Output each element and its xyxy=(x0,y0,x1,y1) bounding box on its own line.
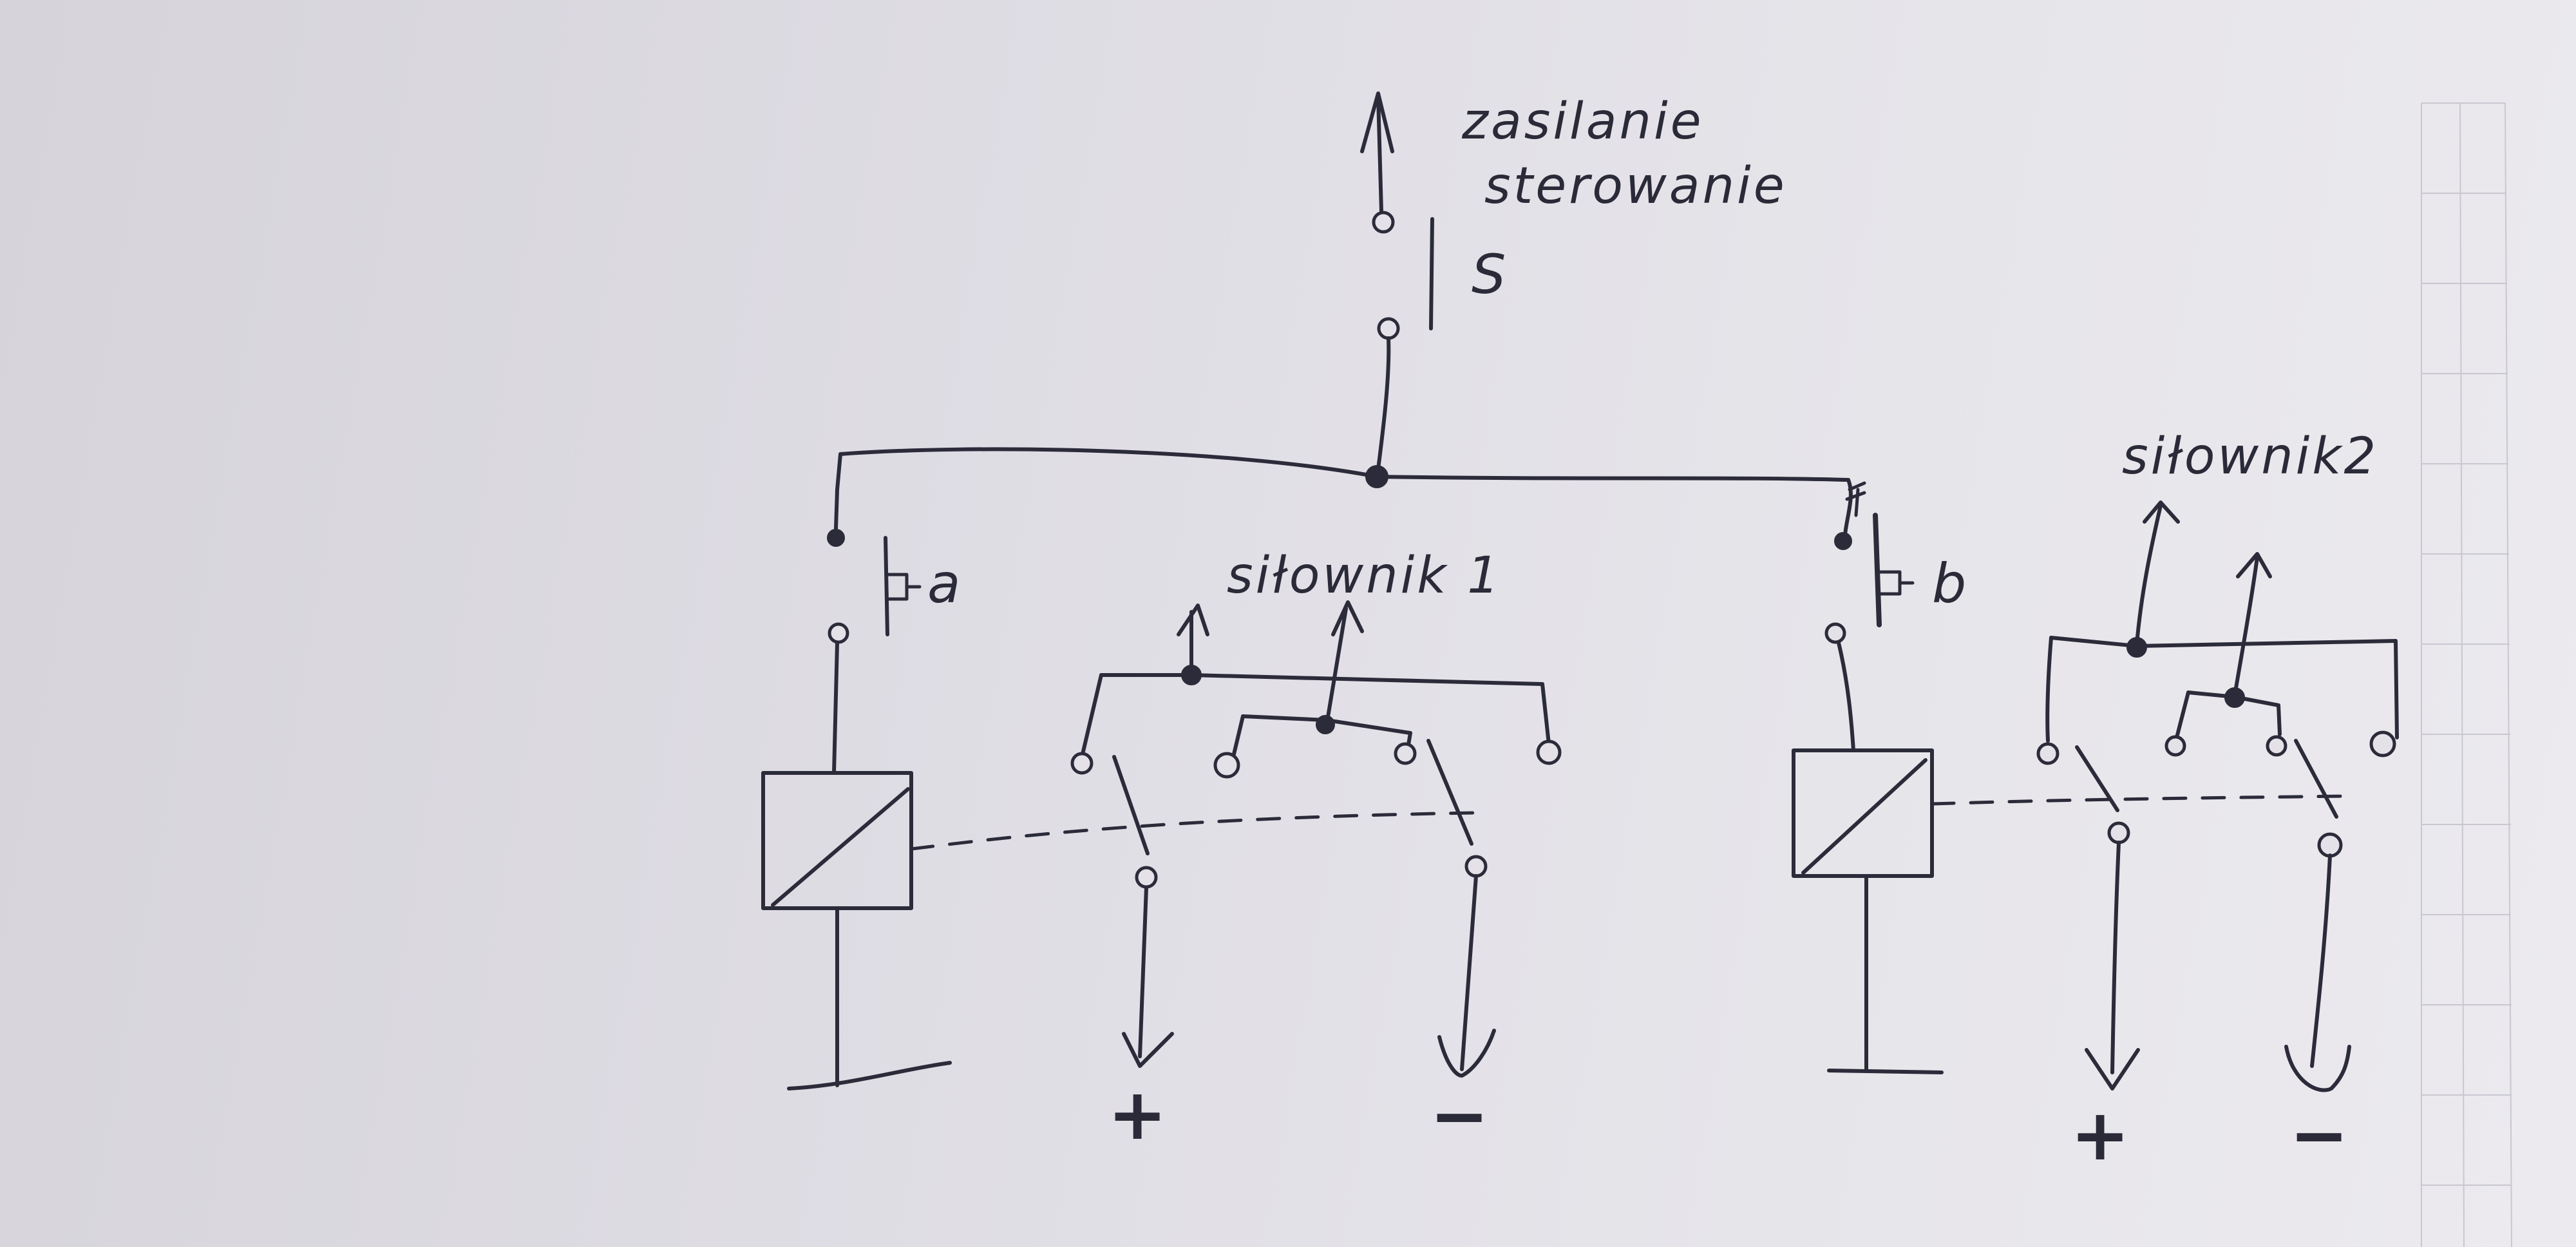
actuator2-plus-label: + xyxy=(2070,1094,2130,1176)
button-a-symbol xyxy=(886,573,922,601)
relay1-ground-icon xyxy=(787,1061,952,1090)
actuator2-drop-4 xyxy=(2394,639,2399,739)
branch-a-wire xyxy=(834,452,842,530)
branch-b-wire xyxy=(1843,478,1853,537)
actuator1-plus-label: + xyxy=(1108,1073,1167,1156)
actuator2-out-plus-wire xyxy=(2110,841,2121,1074)
power-label-line1: zasilanie xyxy=(1461,93,1704,151)
relay1-coil-diagonal xyxy=(771,787,910,907)
power-arrow-icon xyxy=(1360,91,1394,153)
actuator2-arrow-right-icon xyxy=(2236,552,2272,578)
actuator1-common-left xyxy=(1135,866,1158,889)
actuator2-terminal-1 xyxy=(2036,742,2060,765)
button-a-contact xyxy=(884,536,889,636)
relay2-ground-icon xyxy=(1827,1069,1944,1074)
actuator1-drop-4 xyxy=(1540,682,1551,746)
button-a-label: a xyxy=(927,552,960,615)
actuator1-arrow-left-icon xyxy=(1177,604,1209,636)
relay1-coil xyxy=(761,771,913,910)
actuator1-arrow-right-icon xyxy=(1331,600,1364,636)
actuator1-outer-bus xyxy=(1099,673,1544,686)
relay1-mechanical-link xyxy=(909,811,1477,851)
actuator2-label: siłownik2 xyxy=(2122,428,2378,486)
button-b-terminal-bottom xyxy=(1824,622,1846,644)
actuator1-wire-right xyxy=(1325,607,1348,727)
actuator2-common-right xyxy=(2317,832,2343,858)
actuator1-contact-left xyxy=(1112,755,1150,855)
relay2-mechanical-link xyxy=(1930,794,2346,806)
relay2-coil-diagonal xyxy=(1801,758,1927,875)
actuator2-drop-1 xyxy=(2045,636,2053,743)
button-b-symbol xyxy=(1877,570,1915,596)
actuator2-terminal-3 xyxy=(2266,735,2287,757)
actuator1-node-inner xyxy=(1316,715,1335,734)
actuator2-contact-left xyxy=(2075,745,2119,812)
relay2-coil xyxy=(1792,748,1934,878)
actuator1-node-outer xyxy=(1181,665,1202,685)
actuator1-drop-1 xyxy=(1080,673,1103,759)
branch-b-junction-mark xyxy=(1845,481,1866,517)
actuator1-label: siłownik 1 xyxy=(1227,547,1502,605)
button-b-terminal-top xyxy=(1834,532,1852,550)
actuator1-common-right xyxy=(1464,855,1488,878)
power-wire xyxy=(1376,95,1383,213)
actuator1-drop-2 xyxy=(1231,714,1245,759)
actuator1-terminal-1 xyxy=(1070,752,1094,775)
actuator1-minus-arrow-icon xyxy=(1437,1029,1496,1078)
actuator2-plus-arrow-icon xyxy=(2085,1048,2140,1090)
actuator2-out-minus-wire xyxy=(2310,853,2332,1068)
actuator1-contact-right xyxy=(1426,739,1473,846)
actuator2-minus-label: − xyxy=(2289,1094,2349,1176)
button-a-terminal-top xyxy=(827,529,845,547)
actuator2-arrow-left-icon xyxy=(2143,500,2180,524)
power-label-line2: sterowanie xyxy=(1484,157,1787,215)
actuator1-out-plus-wire xyxy=(1138,886,1148,1058)
actuator2-minus-arrow-icon xyxy=(2284,1045,2351,1092)
actuator1-terminal-2 xyxy=(1213,752,1240,779)
actuator1-plus-arrow-icon xyxy=(1122,1032,1174,1068)
actuator1-minus-label: − xyxy=(1430,1074,1489,1157)
actuator2-common-left xyxy=(2107,821,2130,844)
actuator2-terminal-4 xyxy=(2369,730,2396,757)
supply-wire-down xyxy=(1376,336,1391,471)
actuator2-wire-right xyxy=(2233,555,2259,698)
actuator1-terminal-3 xyxy=(1394,742,1417,765)
relay2-feed-wire xyxy=(1837,641,1855,752)
switch-s-terminal-top xyxy=(1372,211,1395,234)
main-bus-wire xyxy=(838,447,1850,482)
actuator1-out-minus-wire xyxy=(1460,874,1478,1071)
actuator2-wire-left xyxy=(2135,504,2163,646)
actuator2-outer-bus xyxy=(2049,636,2398,648)
button-b-contact xyxy=(1873,513,1882,627)
actuator2-terminal-2 xyxy=(2164,735,2186,757)
actuator2-node-inner xyxy=(2224,687,2245,708)
actuator1-terminal-4 xyxy=(1536,739,1562,765)
actuator2-drop-2 xyxy=(2175,690,2190,739)
paper-grid xyxy=(2421,102,2512,1247)
button-b-label: b xyxy=(1932,552,1966,615)
actuator2-contact-right xyxy=(2294,739,2338,819)
button-a-terminal-bottom xyxy=(828,622,849,644)
actuator2-drop-3 xyxy=(2277,703,2282,736)
switch-s-contact xyxy=(1429,217,1434,330)
actuator2-node-outer xyxy=(2126,637,2147,658)
switch-s-label: S xyxy=(1472,243,1506,306)
relay1-feed-wire xyxy=(832,641,839,775)
switch-s-terminal-bottom xyxy=(1377,317,1400,340)
